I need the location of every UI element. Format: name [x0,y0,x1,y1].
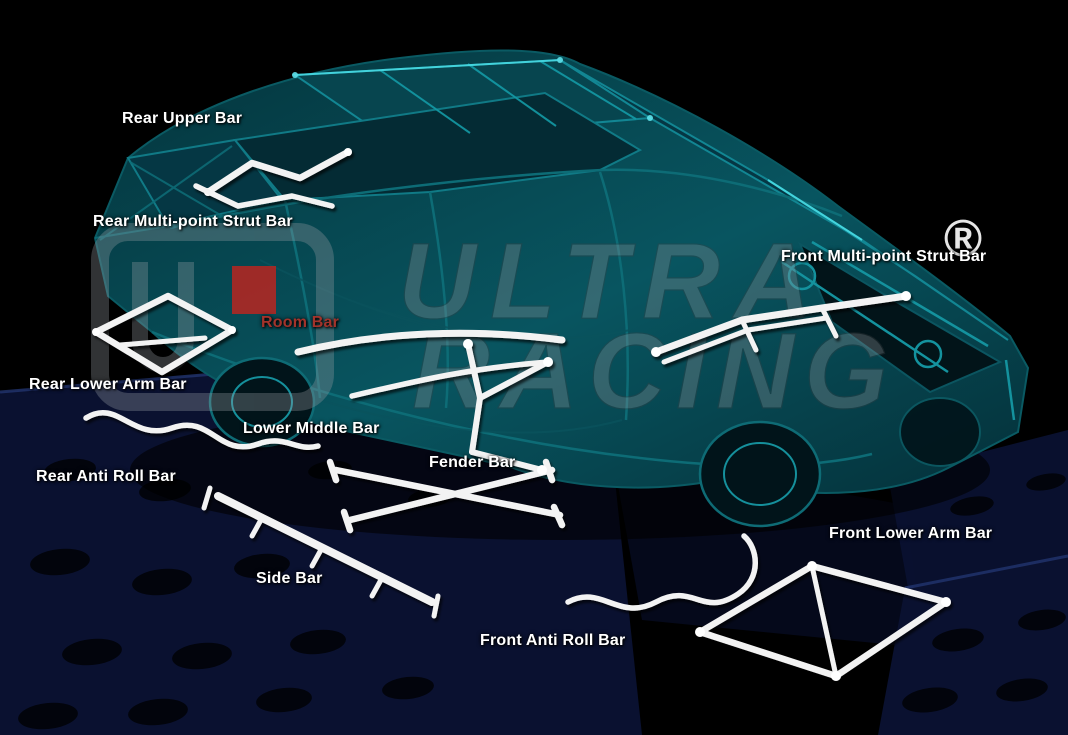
label-front-lower-arm-bar: Front Lower Arm Bar [829,525,993,542]
front-anti-roll-bar-part [565,533,758,611]
rear-lower-arm-bar-part [92,292,236,376]
label-rear-anti-roll-bar: Rear Anti Roll Bar [36,468,176,485]
label-rear-upper-bar: Rear Upper Bar [122,110,243,127]
lower-middle-bar-part [326,458,566,534]
label-side-bar: Side Bar [256,570,323,587]
label-front-multi-point-strut-bar: Front Multi-point Strut Bar [781,248,987,265]
rear-multi-point-strut-bar-part [193,183,335,209]
front-lower-arm-bar-part [695,561,951,681]
side-bar-part [201,485,441,619]
product-bars [83,148,951,681]
front-multi-point-strut-bar-part [651,291,911,365]
room-bar-part [294,329,566,399]
fender-bar-part [463,339,553,475]
label-fender-bar: Fender Bar [429,454,516,471]
label-rear-lower-arm-bar: Rear Lower Arm Bar [29,376,187,393]
brand-watermark-red-mark [232,266,276,314]
label-front-anti-roll-bar: Front Anti Roll Bar [480,632,626,649]
label-lower-middle-bar: Lower Middle Bar [243,420,380,437]
registered-trademark-symbol: ® [944,210,982,268]
label-room-bar: Room Bar [261,314,340,331]
label-rear-multi-point-strut-bar: Rear Multi-point Strut Bar [93,213,293,230]
rear-anti-roll-bar-part [83,410,321,450]
